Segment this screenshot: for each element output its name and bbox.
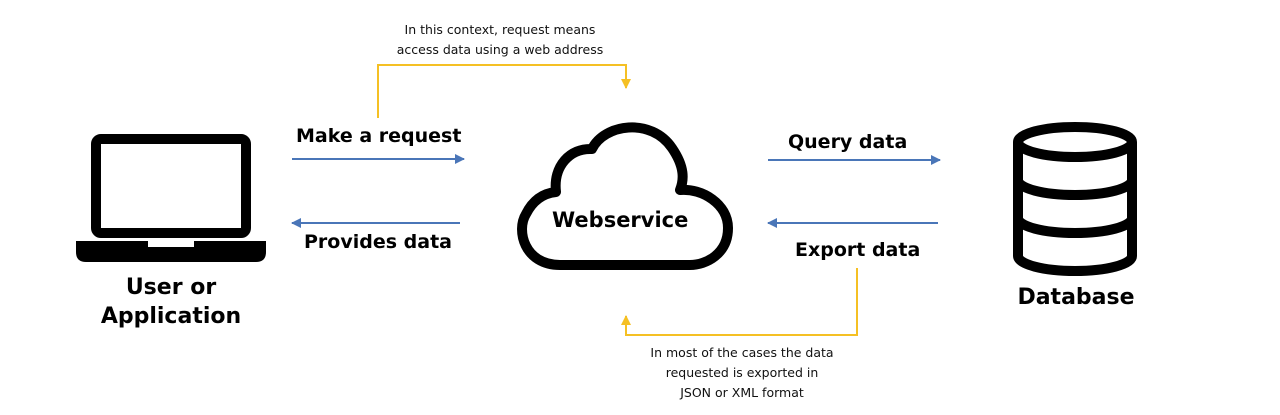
export-note-connector [621,268,858,336]
make-request-label: Make a request [296,125,462,147]
query-data-label: Query data [788,131,908,153]
user-label-line1: User or [125,275,217,300]
bottom-note-line2: requested is exported in [665,365,819,380]
laptop-icon [76,134,266,262]
webservice-label: Webservice [552,208,689,232]
user-label-line2: Application [100,304,242,329]
cloud-icon [517,122,733,270]
database-label: Database [1017,285,1135,310]
bottom-note: In most of the cases the data requested … [622,343,862,403]
provides-data-label: Provides data [304,231,452,253]
request-note-connector [377,64,631,118]
top-note-line1: In this context, request means [404,22,596,37]
export-data-label: Export data [795,239,921,261]
database-icon [1013,122,1137,276]
top-note-line2: access data using a web address [396,42,604,57]
bottom-note-line3: JSON or XML format [680,385,804,400]
user-label: User or Application [91,273,251,331]
top-note: In this context, request means access da… [380,20,620,60]
bottom-note-line1: In most of the cases the data [650,345,834,360]
